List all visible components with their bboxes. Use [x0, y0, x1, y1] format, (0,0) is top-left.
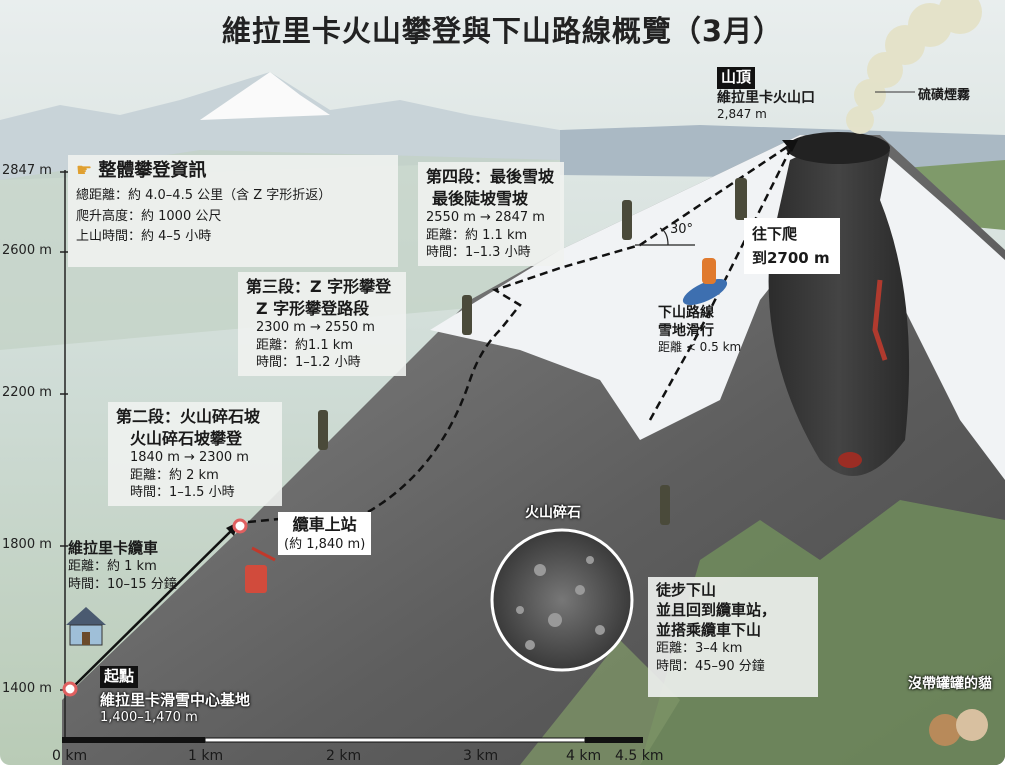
descend-climb-box: 往下爬 到2700 m — [744, 218, 840, 274]
start-info: 起點 維拉里卡滑雪中心基地 1,400–1,470 m — [100, 666, 250, 727]
y-tick-label: 1400 m — [2, 681, 52, 696]
cable-station-marker — [232, 518, 248, 534]
x-tick-label: 3 km — [463, 748, 499, 764]
section3-subtitle: Z 字形攀登路段 — [256, 298, 370, 318]
walk-down-box: 徒步下山 並且回到纜車站， 並搭乘纜車下山 距離：3–4 km 時間：45–90… — [648, 577, 818, 697]
section2-box: 第二段：火山碎石坡 火山碎石坡攀登 1840 m → 2300 m 距離：約 2… — [108, 402, 282, 506]
walk-down-time: 時間：45–90 分鐘 — [656, 658, 765, 674]
overview-line: 爬升高度：約 1000 公尺 — [76, 208, 222, 224]
cable-station-name: 纜車上站 — [292, 515, 357, 534]
descent-route — [648, 149, 792, 421]
x-tick-label: 4 km — [566, 748, 602, 764]
page-title: 維拉里卡火山攀登與下山路線概覽（3月） — [221, 14, 784, 48]
start-altitude: 1,400–1,470 m — [100, 710, 198, 725]
section2-subtitle: 火山碎石坡攀登 — [130, 428, 243, 448]
lodge-icon — [66, 607, 106, 646]
cable-car-route — [71, 529, 233, 689]
walk-down-line: 徒步下山 — [656, 581, 717, 599]
section2-altitude: 1840 m → 2300 m — [130, 450, 249, 466]
x-tick-label: 1 km — [188, 748, 224, 764]
cable-car-info: 維拉里卡纜車 距離：約 1 km 時間：10–15 分鐘 — [68, 538, 177, 593]
y-tick-label: 1800 m — [2, 537, 52, 552]
cable-station-box: 纜車上站 (約 1,840 m) — [278, 512, 372, 556]
y-tick-label: 2847 m — [2, 163, 52, 178]
sulfur-smoke — [846, 0, 982, 134]
y-tick-label: 2200 m — [2, 385, 52, 400]
start-marker — [62, 681, 78, 697]
section2-time: 時間：1–1.5 小時 — [130, 485, 235, 501]
snow-slide-title: 下山路線 — [658, 305, 714, 321]
climbing-route — [247, 143, 791, 524]
section3-title: 第三段：Z 字形攀登 — [246, 277, 392, 296]
walk-down-line: 並搭乘纜車下山 — [656, 620, 762, 639]
cable-car-time: 時間：10–15 分鐘 — [68, 576, 177, 592]
section2-distance: 距離：約 2 km — [130, 467, 219, 483]
x-tick-label: 4.5 km — [615, 748, 664, 764]
pointing-hand-icon: ☛ — [76, 160, 93, 181]
overview-heading: 整體攀登資訊 — [98, 160, 207, 181]
section4-altitude: 2550 m → 2847 m — [426, 210, 545, 226]
volcanic-rock-label: 火山碎石 — [525, 505, 581, 521]
overview-line: 上山時間：約 4–5 小時 — [76, 229, 212, 245]
volcanic-rock-closeup — [490, 528, 634, 672]
section3-altitude: 2300 m → 2550 m — [256, 320, 375, 336]
summit-name: 維拉里卡火山口 — [717, 89, 815, 106]
watermark: 沒帶罐罐的貓 — [908, 676, 992, 692]
y-tick-label: 2600 m — [2, 243, 52, 258]
volcano-illustration — [0, 0, 1005, 765]
section4-time: 時間：1–1.3 小時 — [426, 245, 531, 261]
slope-angle-mark — [635, 227, 695, 246]
snow-slide-info: 下山路線 雪地滑行 距離 < 0.5 km — [658, 304, 741, 356]
walk-down-line: 並且回到纜車站， — [656, 600, 777, 619]
x-tick-label: 0 km — [52, 748, 88, 764]
section4-subtitle: 最後陡坡雪坡 — [432, 188, 529, 208]
cable-car-name: 維拉里卡纜車 — [68, 539, 159, 557]
descend-climb-line: 往下爬 — [752, 225, 798, 243]
sulfur-label: 硫磺煙霧 — [918, 88, 971, 103]
cable-car-distance: 距離：約 1 km — [68, 559, 157, 575]
summit-info: 山頂 維拉里卡火山口 2,847 m — [717, 67, 815, 122]
section3-distance: 距離：約1.1 km — [256, 337, 353, 353]
sled-rider-icon — [682, 258, 728, 306]
summit-badge: 山頂 — [717, 67, 756, 89]
gondola-icon — [245, 546, 276, 593]
overview-box: ☛ 整體攀登資訊 總距離：約 4.0–4.5 公里（含 Z 字形折返） 爬升高度… — [68, 155, 398, 267]
section3-box: 第三段：Z 字形攀登 Z 字形攀登路段 2300 m → 2550 m 距離：約… — [238, 272, 406, 376]
descend-climb-line: 到2700 m — [752, 249, 830, 267]
start-name: 維拉里卡滑雪中心基地 — [100, 690, 251, 709]
walk-down-distance: 距離：3–4 km — [656, 641, 743, 657]
section4-box: 第四段：最後雪坡 最後陡坡雪坡 2550 m → 2847 m 距離：約 1.1… — [418, 162, 564, 266]
overview-line: 總距離：約 4.0–4.5 公里（含 Z 字形折返） — [76, 188, 332, 204]
x-tick-label: 2 km — [326, 748, 362, 764]
section3-time: 時間：1–1.2 小時 — [256, 355, 361, 371]
snow-slide-distance: 距離 < 0.5 km — [658, 340, 742, 355]
section4-distance: 距離：約 1.1 km — [426, 227, 528, 243]
x-axis-scale-bar — [62, 737, 205, 743]
cats-logo — [929, 709, 988, 746]
hiker-icons — [318, 178, 747, 525]
snow-slide-subtitle: 雪地滑行 — [658, 323, 714, 340]
summit-altitude: 2,847 m — [717, 106, 767, 121]
cable-station-altitude: (約 1,840 m) — [284, 536, 366, 552]
start-badge: 起點 — [100, 666, 139, 688]
section4-title: 第四段：最後雪坡 — [426, 167, 555, 186]
section2-title: 第二段：火山碎石坡 — [116, 407, 261, 426]
illustration: 維拉里卡火山攀登與下山路線概覽（3月） 2847 m 2600 m 2200 m… — [0, 0, 1005, 765]
slope-angle-label: 30° — [670, 222, 694, 237]
